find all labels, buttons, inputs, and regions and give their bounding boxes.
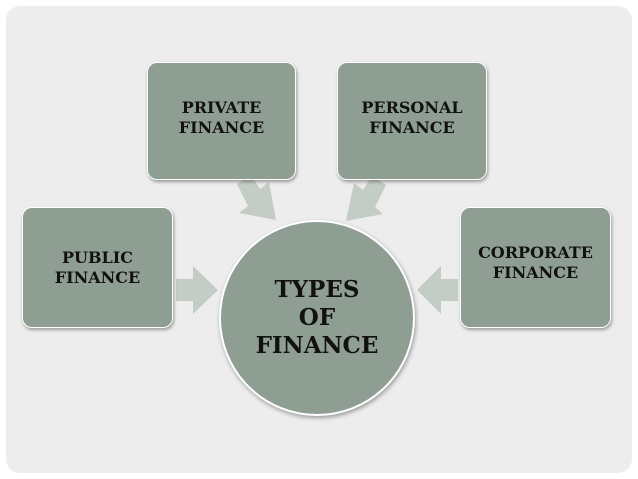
private-finance-line2: FINANCE: [178, 118, 265, 137]
corporate-finance-box: CORPORATE FINANCE: [460, 207, 611, 328]
private-finance-box: PRIVATE FINANCE: [147, 62, 296, 180]
personal-finance-line1: PERSONAL: [361, 98, 463, 117]
public-finance-line2: FINANCE: [54, 267, 141, 287]
center-line2: OF: [298, 304, 336, 331]
arrow-private-to-center: [237, 175, 276, 220]
public-finance-box: PUBLIC FINANCE: [22, 207, 173, 328]
public-finance-line1: PUBLIC: [62, 247, 133, 267]
personal-finance-line2: FINANCE: [369, 118, 455, 137]
personal-finance-box: PERSONAL FINANCE: [337, 62, 487, 180]
arrow-public-to-center: [176, 266, 218, 314]
center-line1: TYPES: [274, 276, 360, 303]
corporate-finance-line2: FINANCE: [492, 263, 579, 282]
center-line3: FINANCE: [255, 332, 379, 359]
arrow-personal-to-center: [346, 176, 386, 221]
types-of-finance-circle: TYPES OF FINANCE: [219, 220, 415, 416]
arrow-corporate-to-center: [417, 266, 458, 314]
private-finance-line1: PRIVATE: [181, 98, 262, 117]
corporate-finance-line1: CORPORATE: [478, 243, 593, 262]
